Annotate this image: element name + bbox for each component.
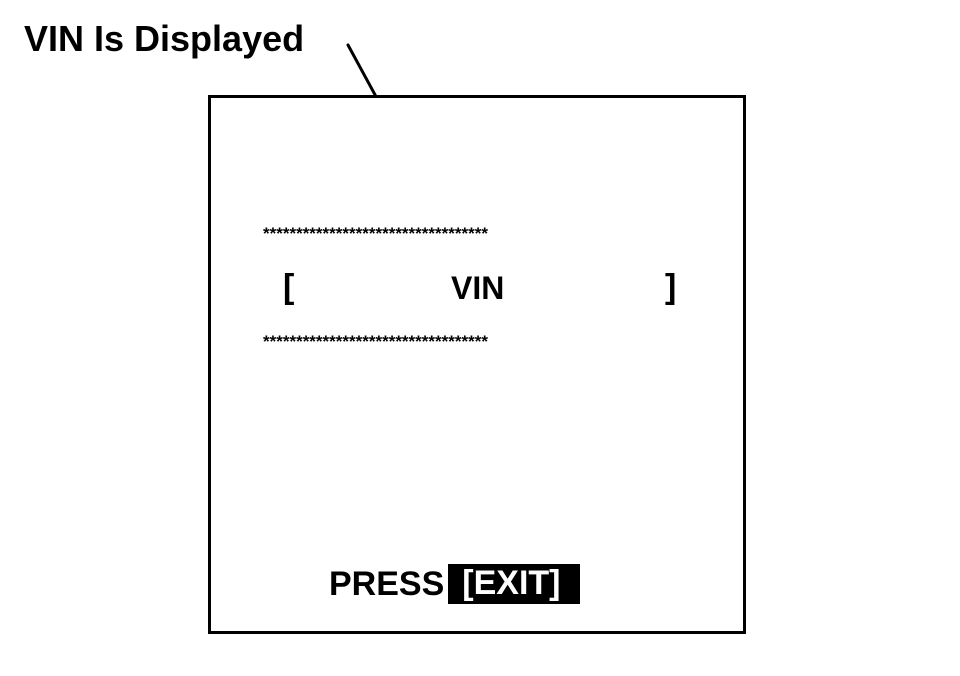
vin-bracket-right: ] [665, 268, 677, 306]
vin-value: VIN [451, 270, 505, 306]
prompt-text: PRESS [329, 565, 445, 603]
exit-prompt: PRESS [EXIT] [329, 564, 581, 604]
display-screen: ********************************** [ VIN… [208, 95, 746, 634]
callout-label: VIN Is Displayed [24, 18, 305, 59]
vin-bracket-left: [ [283, 268, 295, 306]
asterisk-border-top: ********************************** [263, 225, 488, 242]
exit-button[interactable]: [EXIT] [448, 564, 581, 604]
asterisk-border-bottom: ********************************** [263, 333, 488, 350]
